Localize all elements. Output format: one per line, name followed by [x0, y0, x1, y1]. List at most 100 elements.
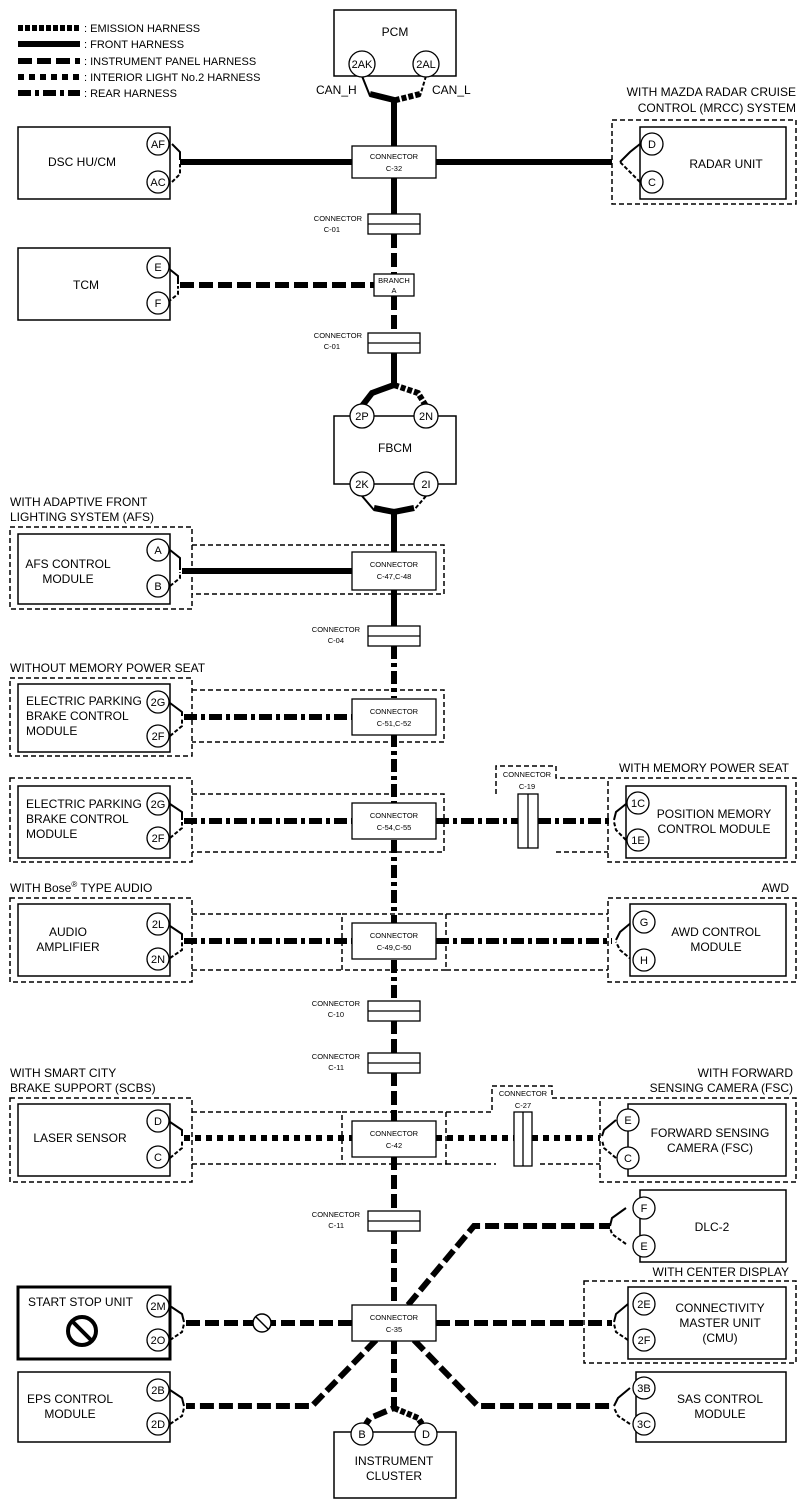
afs-header-1: WITH ADAPTIVE FRONT	[10, 495, 148, 509]
connector-c4748-title: CONNECTOR	[370, 560, 419, 569]
pmcm-pin-1c-label: 1C	[631, 798, 645, 810]
pcm-pin-2ak	[348, 50, 376, 78]
epb1-pin-2g-label: 2G	[151, 697, 166, 709]
radar-pin-d-label: D	[648, 139, 656, 151]
connector-c32-id: C-32	[386, 164, 402, 173]
connector-c4748-box	[351, 551, 437, 591]
connector-c5455-box	[351, 802, 437, 840]
cmu-pin-2f-label: 2F	[638, 1335, 651, 1347]
dlc-label: DLC-2	[695, 1220, 730, 1234]
prohibited-icon	[66, 1315, 98, 1347]
pcm-module: PCM 2AK 2AL CAN_H CAN_L	[316, 9, 471, 97]
laser-pin-d	[146, 1109, 170, 1133]
audio-label-1: AUDIO	[49, 925, 87, 939]
pmcm-pin-1e	[626, 828, 650, 852]
connector-c5152-id: C-51,C-52	[377, 719, 412, 728]
cluster-pin-d	[414, 1422, 438, 1446]
awd-pin-h-label: H	[640, 955, 648, 967]
connector-c5152-title: CONNECTOR	[370, 707, 419, 716]
fbcm-pin-2p-label: 2P	[355, 411, 368, 423]
tcm-pin-f-label: F	[155, 298, 162, 310]
afs-label-1: AFS CONTROL	[25, 557, 111, 571]
dlc-pin-e-label: E	[640, 1241, 647, 1253]
connector-c42-title: CONNECTOR	[370, 1129, 419, 1138]
afs-pin-b-label: B	[154, 581, 161, 593]
awd-pin-g	[632, 910, 656, 934]
fsc-pin-c	[616, 1146, 640, 1170]
sas-pin-3b	[632, 1376, 656, 1400]
fbcm-module: FBCM 2P 2N 2K 2I	[333, 403, 457, 497]
legend-emission-label: : EMISSION HARNESS	[84, 23, 200, 35]
legend-interior-light-label: : INTERIOR LIGHT No.2 HARNESS	[84, 72, 260, 84]
pcm-label: PCM	[382, 25, 409, 39]
epb1-optional-area	[9, 677, 193, 757]
fbcm-box	[333, 415, 457, 485]
fbcm-pin-2i-label: 2I	[421, 479, 430, 491]
connector-c35-box	[351, 1304, 437, 1342]
fbcm-pin-2i	[413, 471, 439, 497]
fsc-pin-e	[616, 1108, 640, 1132]
pcm-pin-2al	[412, 50, 440, 78]
connector-c11-a: CONNECTOR C-11	[312, 1052, 421, 1074]
eps-label-1: EPS CONTROL	[27, 1392, 113, 1406]
connector-c32-title: CONNECTOR	[370, 152, 419, 161]
eps-pin-2b	[146, 1378, 170, 1402]
fsc-optional-area	[599, 1097, 797, 1183]
connector-c04-id: C-04	[328, 636, 344, 645]
connector-c01-b: CONNECTOR C-01	[314, 331, 421, 354]
connector-c42-box	[351, 1120, 437, 1158]
connector-c42: CONNECTOR C-42	[341, 1111, 447, 1165]
radar-pin-d	[640, 132, 664, 156]
dsc-pin-af	[146, 132, 170, 156]
connector-c35-title: CONNECTOR	[370, 1313, 419, 1322]
cluster-label-1: INSTRUMENT	[355, 1454, 434, 1468]
epb-module-2: ELECTRIC PARKING BRAKE CONTROL MODULE 2G…	[9, 777, 445, 863]
ssu-pin-2m-label: 2M	[150, 1301, 165, 1313]
eps-module: EPS CONTROL MODULE 2B 2D	[17, 1371, 171, 1443]
fsc-pin-c-label: C	[624, 1153, 632, 1165]
epb1-label-3: MODULE	[26, 724, 77, 738]
radar-optional-area	[611, 119, 797, 205]
epb1-pin-2g	[146, 690, 170, 714]
connector-c01a-title: CONNECTOR	[314, 214, 363, 223]
epb2-pin-2f	[146, 826, 170, 850]
cmu-optional-area	[583, 1280, 797, 1364]
laser-pin-c-label: C	[154, 1152, 162, 1164]
connector-c19: CONNECTOR C-19	[495, 765, 608, 853]
laser-module: WITH SMART CITY BRAKE SUPPORT (SCBS) LAS…	[9, 1066, 342, 1183]
audio-pin-2l-label: 2L	[152, 919, 164, 931]
epb2-box	[17, 785, 171, 859]
sas-box	[635, 1371, 787, 1443]
epb2-pin-2f-label: 2F	[152, 833, 165, 845]
awd-box	[629, 903, 787, 977]
epb1-pin-2f-label: 2F	[152, 731, 165, 743]
fsc-module: WITH FORWARD SENSING CAMERA (FSC) FORWAR…	[599, 1066, 797, 1183]
afs-pin-a	[146, 538, 170, 562]
dsc-pin-ac	[146, 170, 170, 194]
afs-pin-b	[146, 574, 170, 598]
branch-a-box	[373, 273, 415, 297]
connector-c42-optional-area	[341, 1111, 447, 1165]
can-h-label: CAN_H	[316, 83, 357, 97]
pmcm-header: WITH MEMORY POWER SEAT	[619, 761, 790, 775]
pcm-pin-2ak-label: 2AK	[352, 59, 373, 71]
audio-pin-2n-label: 2N	[151, 954, 165, 966]
epb1-label-2: BRAKE CONTROL	[26, 709, 129, 723]
dlc-pin-f-label: F	[641, 1203, 648, 1215]
dlc-pin-f	[632, 1196, 656, 1220]
epb1-header: WITHOUT MEMORY POWER SEAT	[10, 661, 206, 675]
audio-module: WITH Bose® TYPE AUDIO AUDIO AMPLIFIER 2L…	[9, 880, 342, 983]
fsc-label-1: FORWARD SENSING	[651, 1126, 770, 1140]
audio-optional-area	[9, 897, 193, 983]
afs-pin-a-label: A	[154, 545, 162, 557]
sas-pin-3c	[632, 1412, 656, 1436]
eps-pin-2d-label: 2D	[151, 1419, 165, 1431]
fbcm-pin-2n	[413, 403, 439, 429]
cluster-label-2: CLUSTER	[366, 1469, 422, 1483]
laser-pin-d-label: D	[154, 1116, 162, 1128]
connector-c5455-title: CONNECTOR	[370, 811, 419, 820]
cmu-pin-2f	[632, 1328, 656, 1352]
cmu-pin-2e-label: 2E	[637, 1299, 650, 1311]
dsc-label: DSC HU/CM	[48, 155, 116, 169]
connector-c35-id: C-35	[386, 1325, 402, 1334]
